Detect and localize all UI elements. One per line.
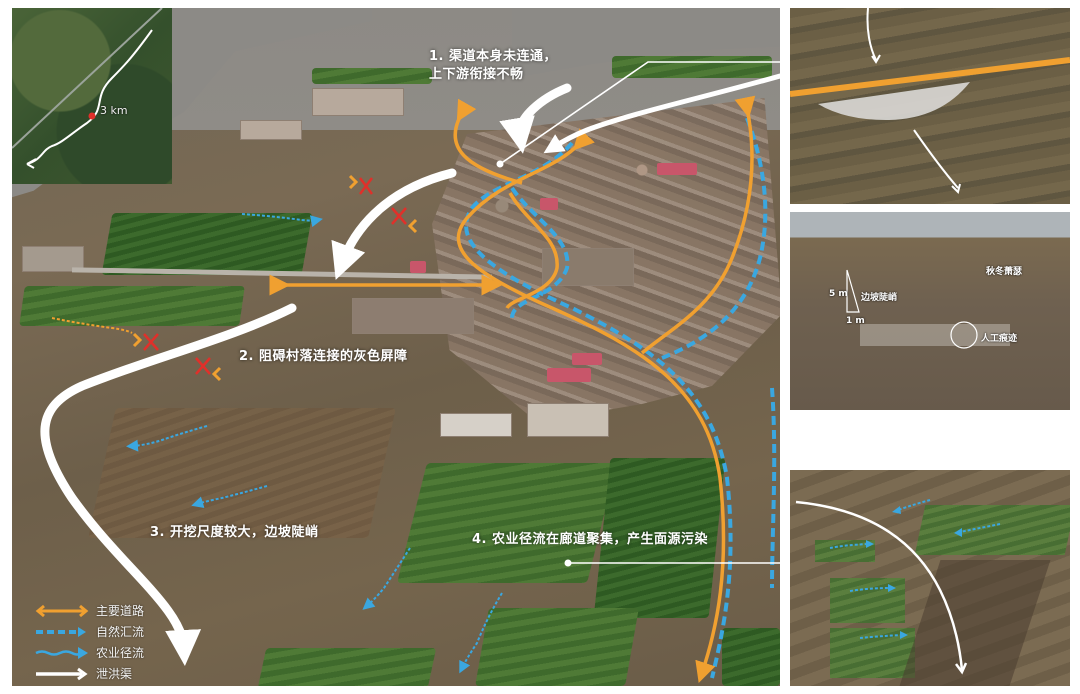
trace-label: 人工痕迹 [981, 334, 1018, 344]
red-roof [410, 261, 426, 273]
legend-item-main-road: 主要道路 [34, 600, 144, 621]
annotation-3: 3. 开挖尺度较大，边坡陡峭 [150, 525, 319, 540]
flow-arrow-icon [955, 662, 968, 675]
crop-field [815, 540, 875, 562]
orange-double-arrow-icon [35, 604, 89, 617]
road-overlay [790, 57, 1070, 97]
blocked-road-chevrons [132, 174, 418, 382]
annotation-2: 2. 阻碍村落连接的灰色屏障 [239, 349, 408, 364]
aerial-view-panel: 1. 渠道本身未连通， 上下游衔接不畅 2. 阻碍村落连接的灰色屏障 3. 开挖… [12, 8, 780, 686]
building [240, 120, 302, 140]
location-pin-icon [88, 112, 96, 120]
slope-triangle [846, 269, 860, 313]
blue-dashed-arrow-icon [36, 626, 86, 637]
building [312, 88, 404, 116]
building [440, 413, 512, 437]
legend-item-agricultural-runoff: 农业径流 [34, 642, 144, 663]
crop-field [830, 578, 905, 623]
natural-flow-lines [464, 117, 777, 679]
legend-label: 主要道路 [96, 604, 145, 618]
annotation-4: 4. 农业径流在廊道聚集，产生面源污染 [472, 532, 709, 547]
legend-item-natural-flow: 自然汇流 [34, 621, 144, 642]
inset-satellite-map: 3 km [12, 8, 172, 184]
season-label: 秋冬萧瑟 [986, 267, 1023, 277]
photo-steep-slope: 5 m 1 m 边坡陡峭 秋冬萧瑟 人工痕迹 [790, 212, 1070, 410]
culvert-fill [818, 82, 970, 120]
flow-arrow-icon [951, 183, 961, 194]
agricultural-runoff-lines [51, 213, 503, 674]
excavation-band [860, 324, 1010, 346]
blue-wavy-arrow-icon [35, 646, 88, 659]
highway-line [12, 8, 163, 149]
route-end-arrow-icon [26, 158, 37, 169]
red-roof [540, 198, 558, 210]
channel-route-line [26, 29, 153, 165]
photo-mid-overlay [846, 269, 1010, 349]
slope-label: 边坡陡峭 [861, 293, 898, 303]
legend-label: 泄洪渠 [96, 667, 133, 681]
inset-route-overlay [12, 8, 163, 169]
main-road-lines [269, 95, 756, 683]
blocked-marks [143, 177, 407, 375]
annotation-1-line2: 上下游衔接不畅 [429, 67, 524, 82]
flood-channel-arrows [40, 73, 780, 666]
crop-field [722, 628, 780, 686]
trace-circle [950, 321, 978, 349]
building [352, 298, 474, 334]
leader-lines [499, 61, 780, 564]
leader-dot [496, 160, 504, 168]
legend-label: 自然汇流 [96, 625, 145, 639]
height-label: 5 m [829, 289, 848, 299]
legend: 主要道路 自然汇流 农业径流 泄洪渠 [34, 600, 144, 684]
runoff-arrows [829, 499, 1001, 639]
photo-bot-overlay [795, 499, 1001, 675]
photo-culvert-crossing [790, 8, 1070, 204]
legend-label: 农业径流 [96, 646, 145, 660]
flow-arrow-icon [871, 54, 881, 64]
white-arrow-icon [36, 667, 88, 680]
distance-label: 3 km [100, 104, 128, 117]
annotation-1-line1: 1. 渠道本身未连通， [429, 49, 558, 64]
legend-item-flood-channel: 泄洪渠 [34, 663, 144, 684]
flood-channel-path [795, 500, 964, 671]
leader-dot [564, 559, 572, 567]
photo-field-runoff [790, 470, 1070, 686]
width-label: 1 m [846, 316, 865, 326]
photo-top-overlay [790, 8, 1070, 194]
flow-overlay [40, 61, 780, 683]
runoff-arrowheads [866, 506, 962, 639]
annotation-1: 1. 渠道本身未连通， 上下游衔接不畅 [429, 48, 557, 84]
terrace-field [312, 68, 432, 84]
